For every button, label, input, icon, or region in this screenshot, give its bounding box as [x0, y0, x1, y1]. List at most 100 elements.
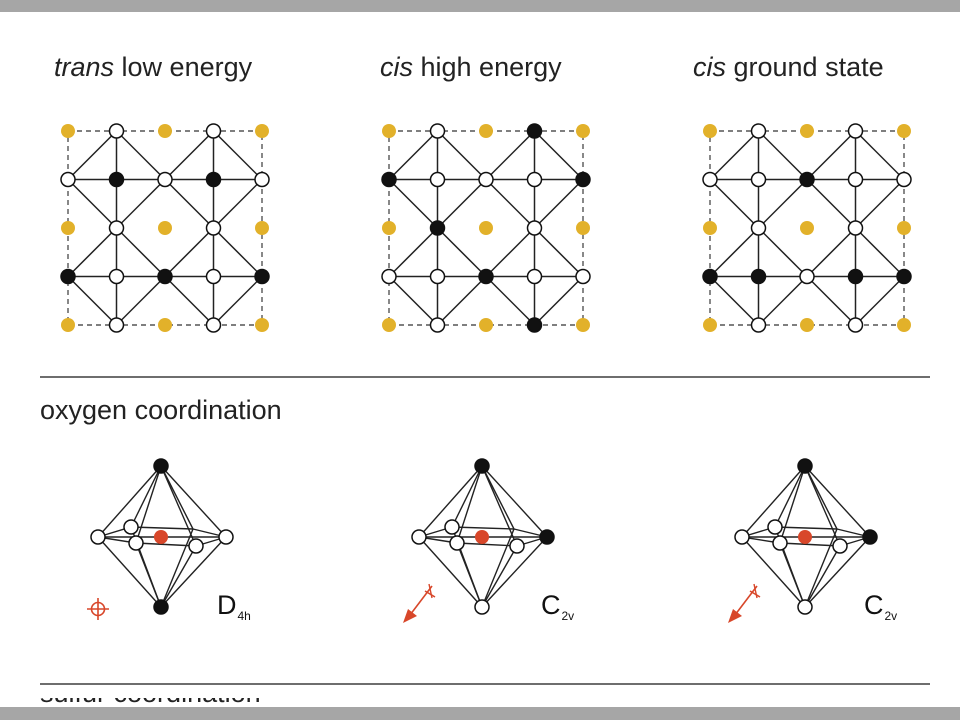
octahedron-edge: [481, 536, 548, 608]
equatorial-atom: [509, 538, 525, 554]
apex-atom: [474, 599, 490, 615]
arrow-icon: [728, 583, 761, 623]
octahedron-edge: [774, 465, 806, 528]
anion-atom-black: [60, 268, 76, 285]
bond-line: [485, 178, 536, 229]
bond-line: [115, 227, 166, 278]
anion-atom-white: [575, 268, 591, 285]
bond-line: [388, 275, 439, 326]
anion-atom-white: [429, 123, 446, 139]
bond-line: [854, 130, 905, 181]
point-group-label: D4h: [217, 590, 251, 623]
equatorial-atom: [188, 538, 204, 554]
anion-atom-white: [799, 268, 815, 285]
bond-line: [757, 275, 808, 326]
title-rest: ground state: [726, 52, 884, 82]
symmetry-subscript: 4h: [237, 609, 251, 623]
bond-line: [164, 227, 215, 278]
octahedron-edge: [779, 465, 806, 544]
octahedron-edge: [481, 545, 518, 608]
anion-atom-white: [526, 220, 543, 236]
cation-atom: [800, 124, 814, 138]
title-rest: low energy: [114, 52, 253, 82]
bond-line: [854, 227, 905, 278]
anion-atom-white: [526, 268, 543, 285]
symmetry-subscript: 2v: [884, 609, 898, 623]
equatorial-atom: [767, 519, 783, 535]
bond-line: [709, 227, 760, 278]
cation-atom: [800, 318, 814, 332]
symmetry-letter: D: [217, 590, 237, 620]
crosshair-icon: [87, 598, 109, 620]
bond-line: [806, 227, 857, 278]
octahedron-edge: [741, 536, 806, 608]
bond-line: [115, 178, 166, 229]
cation-atom: [703, 318, 717, 332]
bond-line: [485, 275, 536, 326]
cation-atom: [158, 221, 172, 235]
cation-atom: [800, 221, 814, 235]
equatorial-atom: [218, 529, 234, 545]
octahedron-edge: [418, 465, 483, 538]
cation-atom: [897, 124, 911, 138]
bond-line: [757, 227, 808, 278]
anion-atom-white: [205, 220, 222, 236]
equatorial-atom: [128, 535, 144, 551]
anion-atom-black: [157, 268, 173, 285]
bond-line: [115, 130, 166, 181]
equatorial-atom: [734, 529, 750, 545]
symmetry-letter: C: [541, 590, 561, 620]
bond-line: [709, 178, 760, 229]
anion-atom-white: [381, 268, 397, 285]
octahedron-edge: [130, 465, 162, 528]
anion-atom-white: [750, 171, 767, 188]
equatorial-atom: [772, 535, 788, 551]
bond-line: [212, 275, 263, 326]
cut-heading-text: sulfur coordination: [40, 698, 340, 707]
title-italic: trans: [54, 52, 115, 82]
anion-atom-white: [254, 171, 270, 188]
octahedron-edge: [160, 465, 197, 547]
octahedron-edge: [160, 545, 197, 608]
cation-atom: [61, 318, 75, 332]
octahedron-edge: [160, 465, 227, 538]
anion-atom-black: [381, 171, 397, 188]
bond-line: [436, 178, 487, 229]
center-atom: [798, 530, 812, 544]
anion-atom-black: [254, 268, 270, 285]
octahedron-edge: [160, 536, 227, 608]
apex-atom: [153, 599, 169, 615]
anion-atom-white: [847, 317, 864, 333]
equatorial-atom: [449, 535, 465, 551]
bond-line: [212, 227, 263, 278]
apex-atom: [153, 458, 169, 474]
cation-atom: [255, 318, 269, 332]
anion-atom-white: [896, 171, 912, 188]
bond-line: [67, 178, 118, 229]
bond-line: [533, 227, 584, 278]
anion-atom-white: [60, 171, 76, 188]
title-rest: high energy: [413, 52, 562, 82]
anion-atom-white: [108, 220, 125, 236]
anion-atom-black: [108, 171, 125, 188]
center-atom: [475, 530, 489, 544]
bond-line: [806, 130, 857, 181]
anion-atom-white: [429, 268, 446, 285]
cation-atom: [382, 318, 396, 332]
panel-title-cis-high: cis high energy: [380, 52, 562, 83]
cation-atom: [479, 318, 493, 332]
octahedron-edge: [160, 528, 194, 608]
anion-atom-black: [429, 220, 446, 236]
bond-line: [436, 275, 487, 326]
anion-atom-white: [205, 317, 222, 333]
anion-atom-white: [478, 171, 494, 188]
apex-atom: [474, 458, 490, 474]
cation-atom: [61, 221, 75, 235]
panel-title-cis-ground: cis ground state: [693, 52, 884, 83]
point-group-label: C2v: [864, 590, 897, 623]
anion-atom-white: [750, 317, 767, 333]
bond-line: [806, 275, 857, 326]
section-divider: [40, 683, 930, 685]
bond-line: [854, 275, 905, 326]
